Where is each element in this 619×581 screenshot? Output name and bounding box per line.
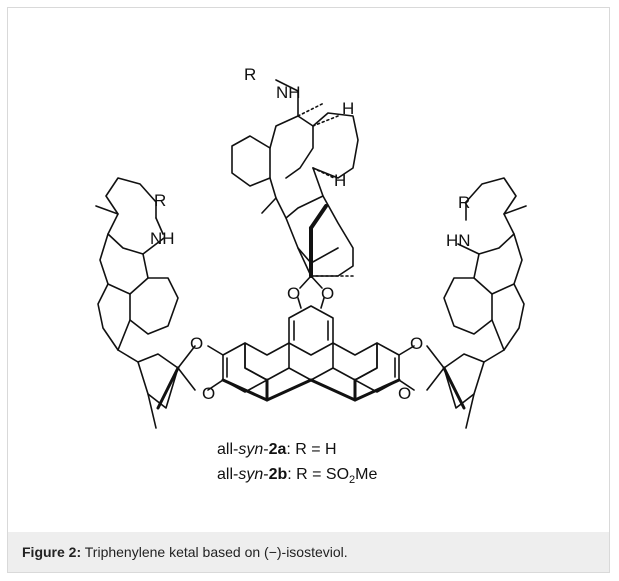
oxygen-label-1: O xyxy=(287,284,300,303)
triphenylene-right-ring xyxy=(332,342,378,381)
top-h-label-2: H xyxy=(334,171,346,190)
compound-2b-label: all-syn-2b: R = SO2Me xyxy=(217,466,378,486)
figure-panel: R NH H H R NH R HN O O O O O O all-syn-2… xyxy=(7,7,610,573)
top-h-label-1: H xyxy=(342,99,354,118)
top-r-label: R xyxy=(244,65,256,84)
oxygen-label-2: O xyxy=(321,284,334,303)
left-skeleton xyxy=(97,177,179,369)
top-nh-label: NH xyxy=(276,83,301,102)
oxygen-label-6: O xyxy=(398,384,411,403)
caption-label: Figure 2: xyxy=(22,544,82,560)
top-skeleton xyxy=(269,115,314,277)
figure-caption: Figure 2: Triphenylene ketal based on (−… xyxy=(8,532,609,572)
compound-2a-label: all-syn-2a: R = H xyxy=(217,441,337,458)
right-skeleton xyxy=(443,177,525,369)
left-nh-label: NH xyxy=(150,229,175,248)
left-r-label: R xyxy=(154,191,166,210)
right-r-label: R xyxy=(458,193,470,212)
oxygen-label-5: O xyxy=(410,334,423,353)
chemical-structure-drawing: R NH H H R NH R HN O O O O O O all-syn-2… xyxy=(95,65,527,486)
caption-text: Triphenylene ketal based on (−)-isostevi… xyxy=(81,544,348,560)
triphenylene-left-ring xyxy=(244,342,290,381)
oxygen-label-4: O xyxy=(202,384,215,403)
right-hn-label: HN xyxy=(446,231,471,250)
oxygen-label-3: O xyxy=(190,334,203,353)
triphenylene-top-ring xyxy=(288,305,334,356)
